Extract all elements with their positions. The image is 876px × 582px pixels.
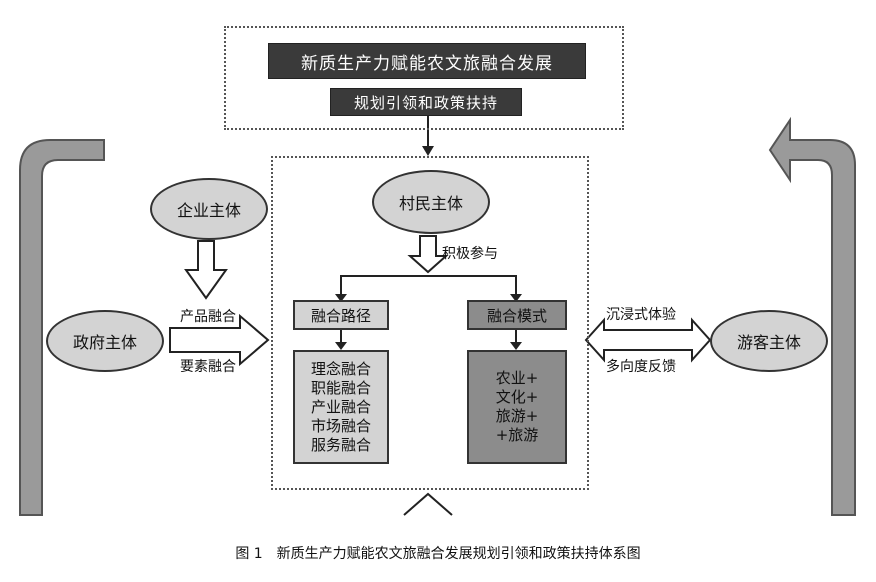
fusion-paths-title: 融合路径 xyxy=(293,300,389,330)
list-item: 服务融合 xyxy=(310,435,371,454)
immersive-label: 沉浸式体验 xyxy=(606,307,676,323)
government-arrow xyxy=(169,313,270,367)
list-item: 理念融合 xyxy=(310,359,371,378)
tourists-ellipse: 游客主体 xyxy=(710,310,828,372)
down-arrowhead xyxy=(422,146,434,156)
figure-caption: 图 1 新质生产力赋能农文旅融合发展规划引领和政策扶持体系图 xyxy=(235,546,641,562)
list-item: 市场融合 xyxy=(310,416,371,435)
policy-frame xyxy=(224,26,624,130)
factor-fusion-label: 要素融合 xyxy=(180,359,236,375)
product-fusion-label: 产品融合 xyxy=(180,309,236,325)
feedback-label: 多向度反馈 xyxy=(606,359,676,375)
fusion-paths-list: 理念融合 职能融合 产业融合 市场融合 服务融合 xyxy=(293,350,389,464)
list-item: +旅游 xyxy=(495,426,539,444)
list-item: 农业+ xyxy=(495,369,539,387)
list-item: 文化+ xyxy=(495,388,539,406)
fusion-modes-title: 融合模式 xyxy=(467,300,567,330)
fusion-modes-list: 农业+ 文化+ 旅游+ +旅游 xyxy=(467,350,567,464)
list-item: 旅游+ xyxy=(495,407,539,425)
left-feedback-arrow xyxy=(19,139,105,516)
participation-label: 积极参与 xyxy=(442,246,498,262)
top-title: 新质生产力赋能农文旅融合发展 xyxy=(268,43,586,79)
participation-arrow xyxy=(407,235,449,274)
enterprise-arrow xyxy=(184,240,228,300)
right-feedback-arrow xyxy=(768,116,856,516)
list-item: 产业融合 xyxy=(310,397,371,416)
list-item: 职能融合 xyxy=(310,378,371,397)
bottom-arrow xyxy=(403,492,453,516)
government-ellipse: 政府主体 xyxy=(46,310,164,372)
enterprise-ellipse: 企业主体 xyxy=(150,178,268,240)
villagers-ellipse: 村民主体 xyxy=(372,170,490,234)
top-subtitle: 规划引领和政策扶持 xyxy=(330,88,522,116)
village-frame xyxy=(271,156,589,490)
tourist-double-arrow xyxy=(584,317,712,363)
